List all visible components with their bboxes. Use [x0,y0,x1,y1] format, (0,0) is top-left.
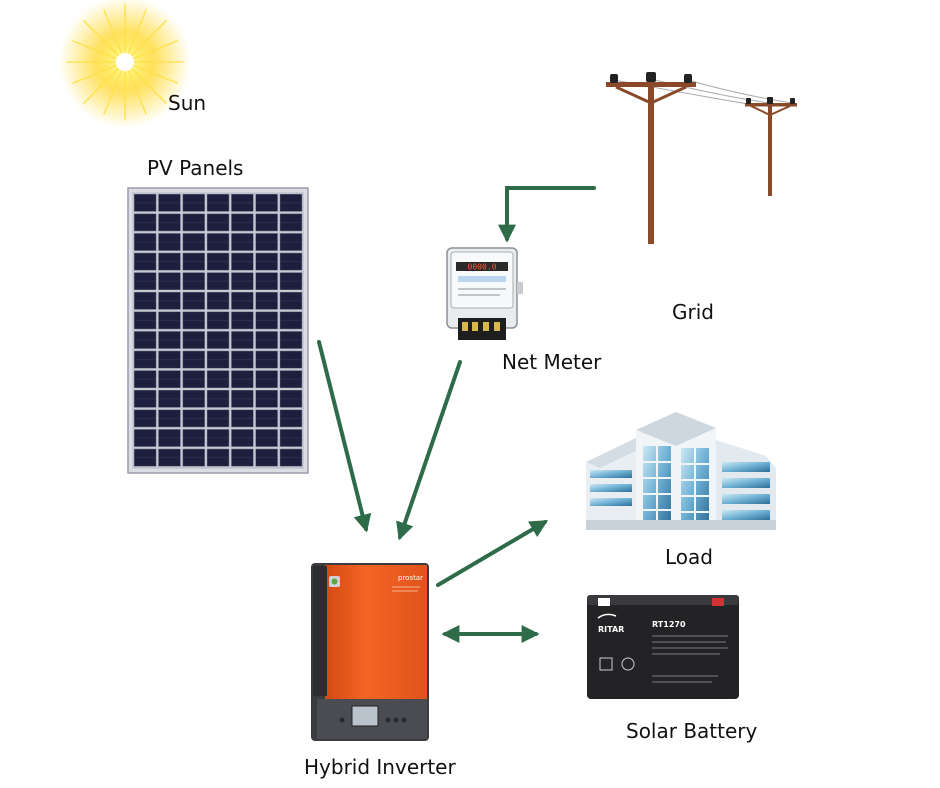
arrow-pv-to-inverter [317,340,372,533]
sun-label: Sun [168,91,207,115]
load-label: Load [665,545,713,569]
inverter-brand: prostar [398,574,423,582]
meter-reading: 0000.0 [468,263,497,272]
electric-meter-icon: 0000.0 [446,247,523,340]
sun-icon [59,0,191,128]
hybrid-inverter-label: Hybrid Inverter [304,755,456,779]
battery-brand: RITAR [598,625,624,634]
battery-icon: RITAR RT1270 [587,595,739,699]
grid-label: Grid [672,300,714,324]
net-meter-label: Net Meter [502,350,602,374]
arrow-grid-to-meter [498,186,596,243]
solar-battery-label: Solar Battery [626,719,758,743]
building-icon [586,412,776,530]
hybrid-inverter-icon: prostar [311,563,429,741]
pv-panels-label: PV Panels [147,156,244,180]
arrow-inverter-to-load [436,520,549,587]
solar-panel-icon [127,187,309,474]
arrow-meter-to-inverter [396,360,462,541]
utility-pole-icon [606,72,797,244]
battery-model: RT1270 [652,620,686,629]
flow-arrows [317,186,596,643]
